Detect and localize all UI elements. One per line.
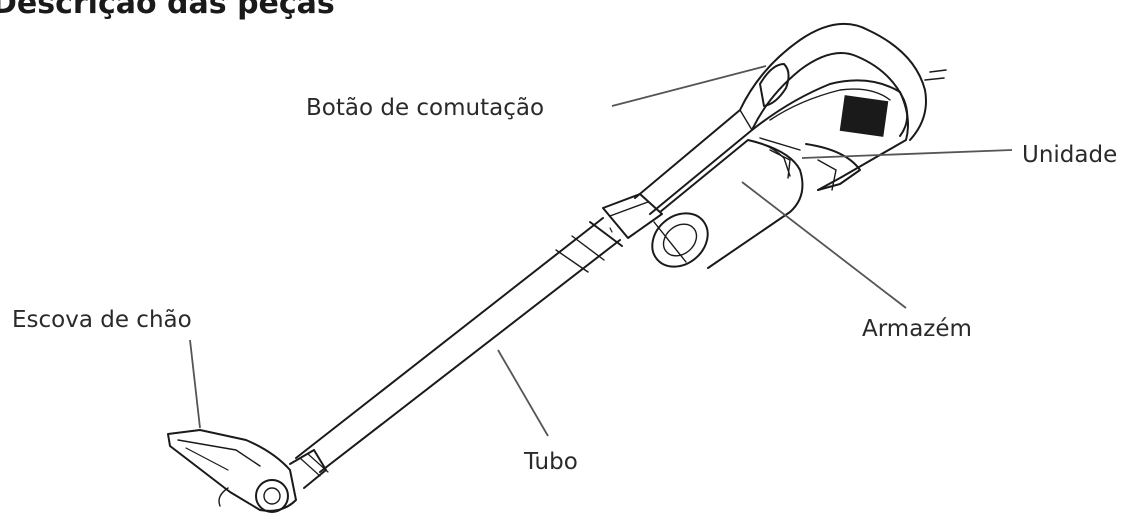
leader-line-unit (801, 149, 1013, 159)
leader-line-storage (741, 181, 907, 309)
handle-drawing (634, 23, 947, 215)
leader-line-brush (189, 339, 201, 429)
label-storage: Armazém (862, 316, 972, 342)
label-unit: Unidade (1022, 142, 1118, 168)
switch-button-drawing (759, 63, 790, 107)
dust-container-drawing (651, 137, 804, 269)
page-title: Descrição das peças (0, 0, 335, 21)
label-tube: Tubo (524, 449, 578, 475)
floor-brush-drawing (167, 429, 329, 513)
tube-drawing (295, 217, 623, 473)
leader-line-switch (611, 65, 767, 107)
motor-unit-drawing (751, 79, 909, 191)
label-floor-brush: Escova de chão (12, 307, 192, 333)
leader-line-tube (497, 349, 549, 437)
label-switch-button: Botão de comutação (306, 95, 545, 121)
tube-connector-drawing (602, 193, 663, 239)
